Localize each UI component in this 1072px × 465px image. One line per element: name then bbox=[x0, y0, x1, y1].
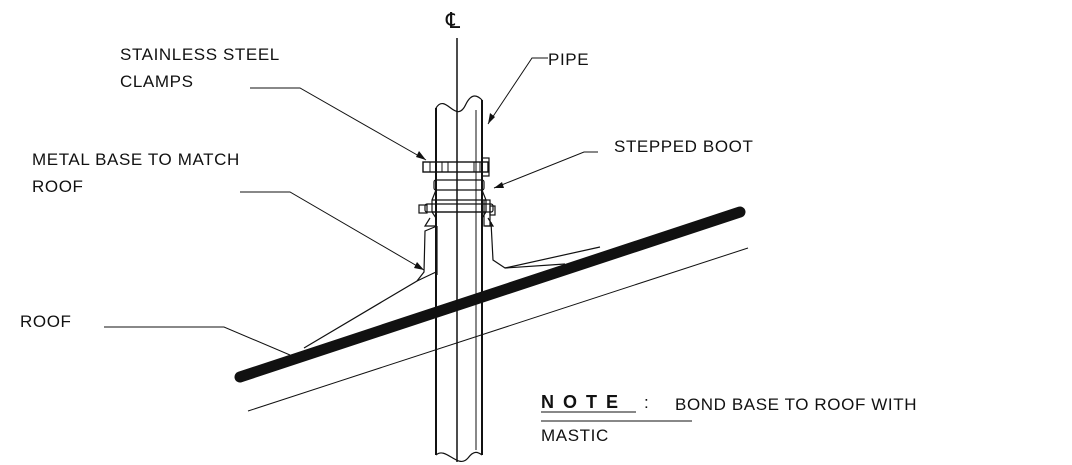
pipe-label: PIPE bbox=[548, 50, 589, 69]
note-text-line1: BOND BASE TO ROOF WITH bbox=[675, 395, 917, 414]
metal-base bbox=[303, 221, 601, 349]
metal-base-label-line1: METAL BASE TO MATCH bbox=[32, 150, 240, 169]
metal-base-label-line2: ROOF bbox=[32, 177, 84, 196]
roof-underside-line bbox=[247, 247, 749, 412]
note-block: NOTE : BOND BASE TO ROOF WITH MASTIC bbox=[541, 392, 917, 445]
note-colon: : bbox=[644, 393, 649, 412]
centerline-symbol: ℄ bbox=[445, 9, 461, 34]
roof-label: ROOF bbox=[20, 312, 72, 331]
clamps-label-line1: STAINLESS STEEL bbox=[120, 45, 280, 64]
leader-lines bbox=[104, 57, 692, 422]
stepped-boot bbox=[418, 179, 496, 227]
note-text-line2: MASTIC bbox=[541, 426, 609, 445]
clamps-label-line2: CLAMPS bbox=[120, 72, 194, 91]
roof-thick-line bbox=[234, 206, 746, 383]
note-heading: NOTE bbox=[541, 392, 627, 412]
stepped-boot-label: STEPPED BOOT bbox=[614, 137, 753, 156]
stainless-steel-clamp bbox=[422, 157, 490, 177]
pipe bbox=[435, 95, 483, 462]
